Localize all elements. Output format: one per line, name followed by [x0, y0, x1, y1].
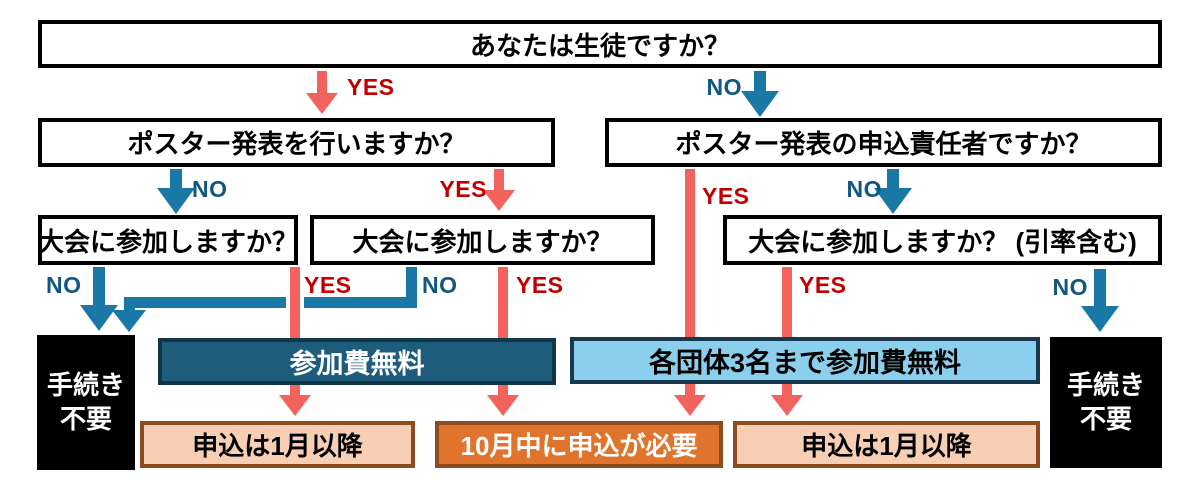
yes-arrow-student-shaft	[317, 71, 327, 93]
result-text-apply-january-left: 申込は1月以降	[192, 431, 363, 461]
no-arrow-attend-right-shaft	[1094, 269, 1106, 306]
no-elbow-attend-mid-riser	[406, 267, 417, 303]
no-arrow-poster-shaft	[170, 169, 182, 188]
arrow-to-apply-january-right-head	[771, 395, 803, 416]
arrow-to-apply-january-right-shaft	[782, 384, 792, 395]
no-arrow-attend-right-head	[1081, 306, 1119, 332]
yes-label-attend-mid: YES	[516, 272, 564, 298]
question-box-poster: ポスター発表を行いますか？	[38, 118, 555, 167]
question-text-attend-right: 大会に参加しますか？ (引率含む)	[748, 226, 1137, 257]
yes-label-manager: YES	[702, 183, 750, 209]
yes-arrow-poster-head	[483, 190, 515, 211]
result-text-free-three: 各団体3名まで参加費無料	[648, 348, 961, 378]
question-box-attend-right: 大会に参加しますか？ (引率含む)	[723, 215, 1162, 265]
no-label-student: NO	[706, 74, 742, 100]
question-text-attend-left: 大会に参加しますか？	[38, 226, 299, 257]
result-box-apply-january-right: 申込は1月以降	[733, 421, 1040, 468]
no-elbow-attend-mid-horizontal-2	[304, 297, 417, 308]
result-text-apply-october: 10月中に申込が必要	[460, 431, 698, 461]
no-label-manager: NO	[846, 176, 882, 202]
yes-label-attend-left: YES	[304, 272, 352, 298]
yes-arrow-student-head	[306, 93, 338, 114]
result-box-no-procedure-right: 手続き 不要	[1050, 337, 1162, 468]
no-arrow-poster-head	[157, 188, 195, 214]
no-elbow-attend-mid-down-shaft	[124, 297, 135, 310]
no-elbow-attend-mid-head	[112, 310, 146, 332]
yes-line-attend-mid	[498, 267, 508, 338]
result-text-free: 参加費無料	[289, 349, 425, 379]
yes-line-manager	[685, 169, 695, 337]
no-arrow-manager-shaft	[887, 169, 899, 188]
arrow-to-apply-october-1-head	[487, 395, 519, 416]
question-text-poster: ポスター発表を行いますか？	[127, 129, 466, 159]
result-box-apply-january-left: 申込は1月以降	[140, 421, 415, 468]
no-label-attend-mid: NO	[422, 272, 458, 298]
arrow-to-apply-october-1-shaft	[498, 385, 508, 395]
no-arrow-manager-head	[874, 188, 912, 214]
no-arrow-attend-left-shaft	[93, 267, 105, 305]
result-text-apply-january-right: 申込は1月以降	[801, 431, 972, 461]
yes-label-attend-right: YES	[799, 272, 847, 298]
question-text-manager: ポスター発表の申込責任者ですか？	[675, 129, 1092, 159]
question-box-manager: ポスター発表の申込責任者ですか？	[605, 118, 1162, 167]
no-label-attend-left: NO	[46, 272, 82, 298]
result-box-apply-october: 10月中に申込が必要	[435, 421, 723, 468]
arrow-to-apply-january-left-shaft	[290, 385, 300, 395]
result-box-no-procedure-left: 手続き 不要	[37, 335, 135, 470]
arrow-to-apply-october-2-head	[674, 395, 706, 416]
result-bar-free: 参加費無料	[158, 338, 556, 385]
question-box-attend-left: 大会に参加しますか？	[38, 215, 298, 265]
yes-label-poster: YES	[439, 176, 487, 202]
arrow-to-apply-january-left-head	[279, 395, 311, 416]
no-arrow-student-shaft	[754, 71, 766, 91]
arrow-to-apply-october-2-shaft	[685, 384, 695, 395]
result-bar-free-three: 各団体3名まで参加費無料	[570, 337, 1040, 384]
yes-arrow-poster-shaft	[494, 169, 504, 190]
question-text-attend-mid: 大会に参加しますか？	[352, 226, 613, 257]
yes-label-student: YES	[347, 74, 395, 100]
no-arrow-attend-left-head	[80, 305, 118, 331]
result-text-no-procedure-right: 手続き 不要	[1066, 369, 1145, 434]
yes-line-attend-right	[782, 267, 792, 337]
yes-line-attend-left	[290, 267, 300, 338]
question-box-student: あなたは生徒ですか？	[38, 20, 1162, 68]
no-label-attend-right: NO	[1052, 274, 1088, 300]
no-label-poster: NO	[192, 176, 228, 202]
result-text-no-procedure-left: 手続き 不要	[46, 369, 125, 434]
question-box-attend-mid: 大会に参加しますか？	[310, 215, 655, 265]
no-arrow-student-head	[741, 91, 779, 117]
question-text-student: あなたは生徒ですか？	[469, 30, 730, 61]
no-elbow-attend-mid-horizontal-1	[124, 297, 286, 308]
